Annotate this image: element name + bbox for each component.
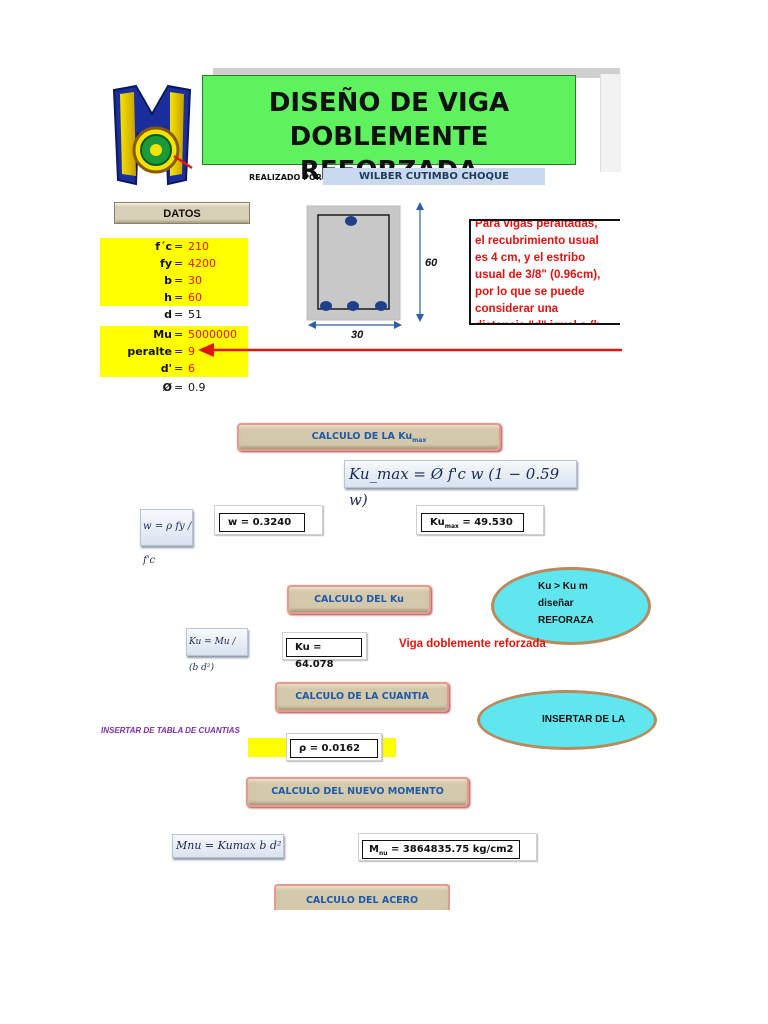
equals-sign: = [174, 381, 184, 394]
kumax-result-sub: max [444, 523, 459, 530]
height-dimension-label: 60 [425, 257, 438, 269]
datos-row-label: d' [160, 362, 172, 375]
note-line: usual de 3/8" (0.96cm), [475, 268, 601, 281]
kumax-formula: Ku_max = Ø f'c w (1 − 0.59 w) [344, 460, 577, 509]
datos-row: Mu= 5000000 [100, 326, 248, 343]
cuantia-result: ρ = 0.0162 [290, 739, 378, 758]
momento-result-label: M [369, 844, 379, 855]
header-band [213, 68, 620, 78]
ku-result: Ku = 64.078 [286, 638, 362, 670]
kumax-result: Kumax = 49.530 [421, 513, 524, 532]
ku-cloud-line: Ku > Ku m [538, 581, 588, 592]
datos-row: d= 51 [100, 306, 248, 323]
datos-row-label: b [164, 274, 172, 287]
datos-row-value[interactable]: 30 [188, 274, 202, 287]
insertar-cloud: INSERTAR DE LA [477, 690, 657, 750]
ku-cloud-line: diseñar [538, 598, 574, 609]
calculo-momento-button[interactable]: CALCULO DEL NUEVO MOMENTO [246, 777, 469, 807]
equals-sign: = [174, 274, 184, 287]
kumax-result-label: Ku [430, 517, 445, 528]
title-line-1: DISEÑO DE VIGA [268, 88, 510, 118]
ku-cloud-line: REFORAZA [538, 615, 594, 626]
calculo-kumax-button[interactable]: CALCULO DE LA Kumax [237, 423, 501, 451]
equals-sign: = [174, 328, 184, 341]
kumax-result-value: = 49.530 [458, 517, 513, 528]
equals-sign: = [174, 345, 184, 358]
datos-row-label: Mu [153, 328, 172, 341]
ku-result-box: Ku = 64.078 [282, 632, 367, 670]
equals-sign: = [174, 362, 184, 375]
datos-row-label: h [164, 291, 172, 304]
w-result: w = 0.3240 [219, 513, 305, 532]
datos-row-value[interactable]: 0.9 [188, 381, 206, 394]
beam-section-diagram [306, 202, 424, 329]
datos-row: f´c= 210 [100, 238, 248, 255]
datos-row-label: d [164, 308, 172, 321]
note-line: Para vigas peraltadas, [475, 219, 598, 230]
w-result-box: w = 0.3240 [214, 505, 323, 535]
calculo-kumax-label: CALCULO DE LA Ku [311, 431, 413, 442]
cuantia-result-box: ρ = 0.0162 [286, 733, 382, 761]
calculo-acero-clip: CALCULO DEL ACERO [274, 884, 450, 910]
momento-result-value: = 3864835.75 kg/cm2 [387, 844, 514, 855]
note-line: el recubrimiento usual [475, 234, 599, 247]
note-line: es 4 cm, y el estribo [475, 251, 586, 264]
datos-row-value[interactable]: 4200 [188, 257, 216, 270]
datos-row-label: f´c [155, 240, 172, 253]
momento-result-sub: nu [378, 850, 388, 857]
kumax-result-box: Kumax = 49.530 [416, 505, 544, 535]
datos-row-value[interactable]: 210 [188, 240, 209, 253]
equals-sign: = [174, 308, 184, 321]
datos-row-label: Ø [162, 381, 172, 394]
ku-formula: Ku = Mu / (b d²) [186, 628, 248, 673]
note-line: considerar una [475, 302, 559, 315]
datos-row-value[interactable]: 60 [188, 291, 202, 304]
equals-sign: = [174, 291, 184, 304]
peralte-arrow-icon [198, 343, 622, 357]
datos-row-value[interactable]: 51 [188, 308, 202, 321]
note-line: por lo que se puede [475, 285, 585, 298]
momento-result-box: Mnu = 3864835.75 kg/cm2 [358, 833, 537, 861]
author-name: WILBER CUTIMBO CHOQUE [323, 168, 545, 185]
datos-row-label: fy [160, 257, 172, 270]
datos-row-value[interactable]: 9 [188, 345, 195, 358]
viga-message: Viga doblemente reforzada [399, 638, 546, 650]
insertar-tabla-label: INSERTAR DE TABLA DE CUANTIAS [101, 726, 240, 735]
page-title: DISEÑO DE VIGA DOBLEMENTE REFORZADA [202, 75, 576, 186]
w-formula: w = ρ fy / f'c [140, 509, 193, 566]
datos-row: d'= 6 [100, 360, 248, 377]
datos-row-value[interactable]: 5000000 [188, 328, 237, 341]
equals-sign: = [174, 257, 184, 270]
width-dimension-label: 30 [351, 329, 364, 341]
datos-button[interactable]: DATOS [114, 202, 250, 224]
calculo-cuantia-button[interactable]: CALCULO DE LA CUANTIA [275, 682, 449, 712]
calculo-kumax-sub: max [412, 436, 427, 444]
side-panel-edge [600, 74, 621, 172]
datos-row: b= 30 [100, 272, 248, 289]
calculo-ku-button[interactable]: CALCULO DEL Ku [287, 585, 431, 614]
datos-row-value[interactable]: 6 [188, 362, 195, 375]
datos-row: h= 60 [100, 289, 248, 306]
momento-result: Mnu = 3864835.75 kg/cm2 [362, 840, 520, 859]
datos-row: Ø= 0.9 [100, 379, 248, 396]
datos-row: fy= 4200 [100, 255, 248, 272]
recubrimiento-note: Para vigas peraltadas, el recubrimiento u… [469, 219, 620, 325]
calculo-acero-button[interactable]: CALCULO DEL ACERO [274, 884, 450, 910]
momento-formula: Mnu = Kumax b d² [172, 834, 284, 858]
realizado-label: REALIZADO POR: [249, 173, 326, 182]
equals-sign: = [174, 240, 184, 253]
datos-row-label: peralte [127, 345, 172, 358]
university-logo [112, 84, 193, 186]
note-line: distancia "d" igual a (h- [475, 317, 620, 323]
